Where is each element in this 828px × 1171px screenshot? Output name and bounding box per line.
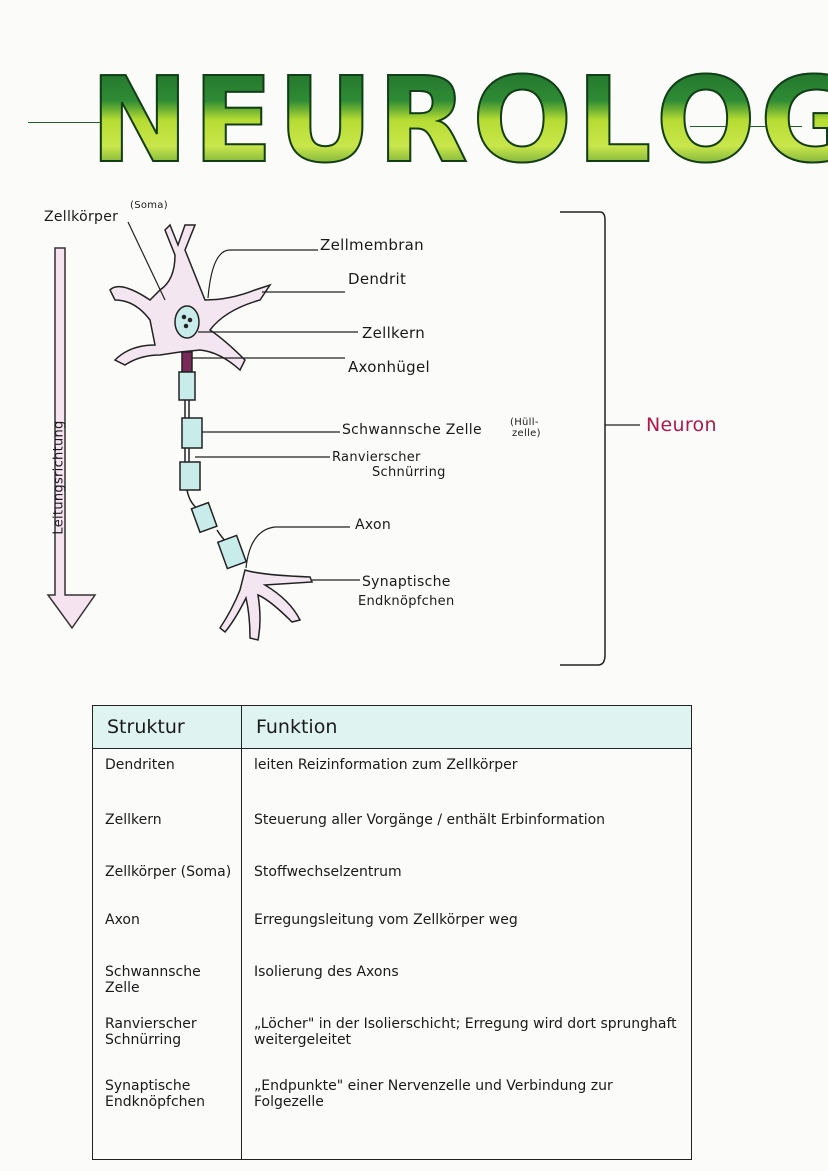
function-cell: Erregungsleitung vom Zellkörper weg [254,911,518,928]
conduction-arrow [46,247,97,630]
function-cell: „Löcher" in der Isolierschicht; Erregung… [254,1015,677,1048]
table-row: Axon Erregungsleitung vom Zellkörper weg [92,903,692,956]
structure-cell: Zellkörper (Soma) [92,855,242,904]
structure-cell: Dendriten [92,748,242,804]
label-soma: Zellkörper [44,209,119,225]
function-cell: „Endpunkte" einer Nervenzelle und Verbin… [254,1077,613,1110]
axon [178,371,314,641]
table-row: Schwannsche Zelle Isolierung des Axons [92,955,692,1008]
label-schwann: Schwannsche Zelle [342,422,482,438]
title-letter: G [759,54,828,186]
structure-cell: Zellkern [92,803,242,856]
header-function: Funktion [241,705,692,749]
label-dendrite: Dendrit [348,270,407,288]
title-letter: O [471,51,573,189]
label-axon-hillock: Axonhügel [348,358,430,376]
header-structure: Struktur [92,705,242,749]
label-nucleus: Zellkern [362,324,426,342]
label-axon: Axon [355,517,392,533]
label-synapse: Endknöpfchen [358,594,455,609]
table-row: Ranvierscher Schnürring „Löcher" in der I… [92,1007,692,1070]
structure-cell: Ranvierscher Schnürring [92,1007,242,1070]
label-synapse: Synaptische [362,574,451,590]
title-underline-left [28,122,118,123]
structure-function-table: Struktur Funktion Dendriten leiten Reizin… [92,705,692,1160]
function-cell: Isolierung des Axons [254,963,399,980]
table-row: Synaptische Endknöpfchen „Endpunkte" eine… [92,1069,692,1160]
label-ranvier: Ranvierscher [332,450,421,465]
structure-cell: Axon [92,903,242,956]
neuron-bracket [560,211,606,666]
label-lines [127,221,360,581]
neuron-diagram [46,211,640,666]
page-title: N E U R O L O G I E [89,51,828,189]
structure-cell: Synaptische Endknöpfchen [92,1069,242,1160]
title-letter: U [276,51,374,189]
title-letter: N [89,51,190,189]
title-letter: O [655,51,757,189]
function-cell: leiten Reizinformation zum Zellkörper [254,757,518,773]
title-letter: E [192,51,275,189]
label-schwann-note: zelle) [512,428,541,439]
neuron-label: Neuron [646,414,717,436]
neuron-cell [109,223,272,373]
function-cell: Stoffwechselzentrum [254,863,402,880]
title-letter: R [376,51,469,189]
table-row: Zellkörper (Soma) Stoffwechselzentrum [92,855,692,904]
label-soma-note: (Soma) [130,200,168,211]
title-letter: L [575,51,652,189]
label-schwann-note: (Hüll- [510,417,539,428]
function-cell: Steuerung aller Vorgänge / enthält Erbin… [254,811,606,828]
table-row: Dendriten leiten Reizinformation zum Zell… [92,748,692,804]
title-underline-right [690,126,802,127]
label-ranvier: Schnürring [372,465,446,480]
table-row: Zellkern Steuerung aller Vorgänge / enthä… [92,803,692,856]
structure-cell: Schwannsche Zelle [92,955,242,1008]
arrow-label: Leitungsrichtung [51,420,67,535]
label-membrane: Zellmembran [320,236,424,254]
